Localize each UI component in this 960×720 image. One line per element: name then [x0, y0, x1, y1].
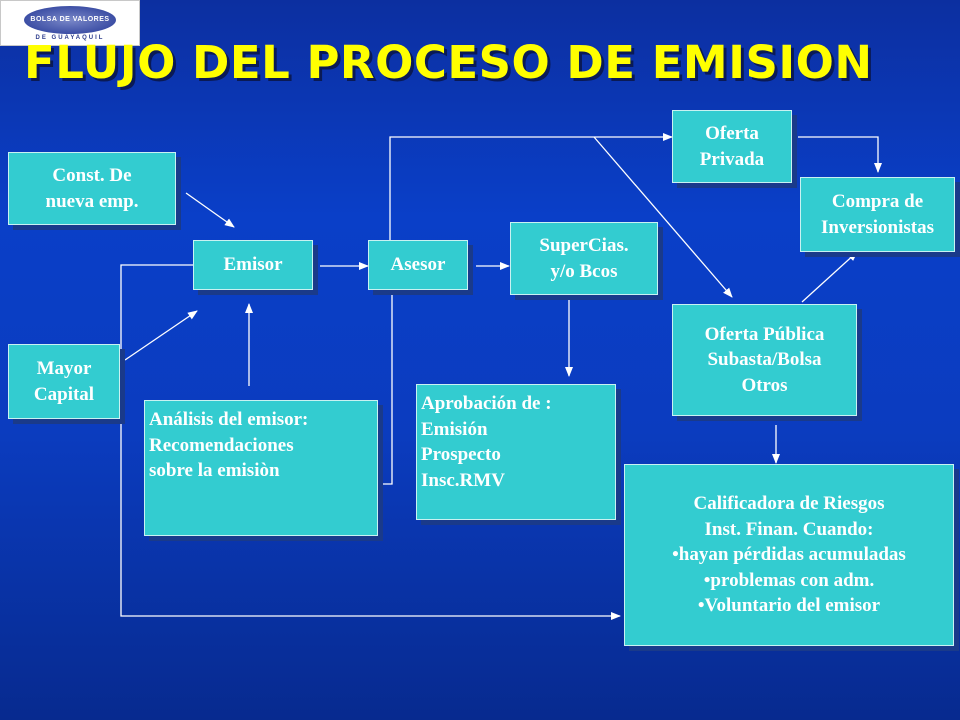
node-mayor-capital: Mayor Capital [8, 344, 120, 419]
node-oferta-publica: Oferta Pública Subasta/Bolsa Otros [672, 304, 857, 416]
node-supercias: SuperCias. y/o Bcos [510, 222, 658, 295]
logo: BOLSA DE VALORES DE GUAYAQUIL [0, 0, 140, 46]
node-aprobacion: Aprobación de : Emisión Prospecto Insc.R… [416, 384, 616, 520]
node-compra-inversionistas: Compra de Inversionistas [800, 177, 955, 252]
page-title: FLUJO DEL PROCESO DE EMISION [24, 36, 873, 89]
arrow-oferta-privada-to-compra [798, 136, 882, 173]
arrow-emisor-to-calificadora [120, 264, 621, 620]
node-oferta-privada: Oferta Privada [672, 110, 792, 183]
logo-subtext: DE GUAYAQUIL [35, 34, 105, 41]
node-const-nueva-emp: Const. De nueva emp. [8, 152, 176, 225]
node-asesor: Asesor [368, 240, 468, 290]
arrow-mayor-to-emisor [124, 310, 198, 361]
arrow-asesor-to-oferta-privada [389, 133, 673, 241]
node-analisis-emisor: Análisis del emisor: Recomendaciones sob… [144, 400, 378, 536]
arrow-to-oferta-publica [593, 136, 733, 298]
node-calificadora-riesgos: Calificadora de Riesgos Inst. Finan. Cua… [624, 464, 954, 646]
node-emisor: Emisor [193, 240, 313, 290]
line-analisis-asesor [378, 290, 393, 485]
arrow-const-to-emisor [185, 192, 235, 228]
logo-mark: BOLSA DE VALORES [24, 5, 116, 34]
arrow-oferta-publica-to-compra [801, 251, 858, 303]
